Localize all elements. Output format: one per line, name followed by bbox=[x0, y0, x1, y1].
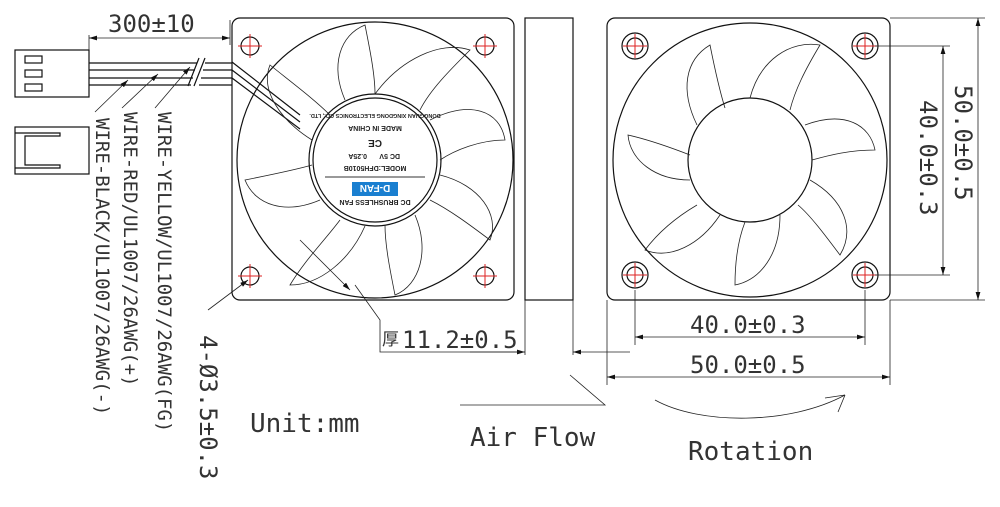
wire-yellow-label: WIRE-YELLOW/UL1007/26AWG(FG) bbox=[153, 112, 175, 432]
label-model: MODEL:DFH5010B bbox=[344, 164, 407, 171]
air-flow-arrow bbox=[460, 374, 607, 406]
mounting-holes-rear bbox=[621, 32, 879, 289]
fan-label: DC BRUSHLESS FAN D-FAN MODEL:DFH5010B DC… bbox=[309, 112, 441, 205]
label-current: 0.25A bbox=[348, 152, 367, 159]
hole-spacing-v-text: 40.0±0.3 bbox=[914, 100, 942, 216]
fan-side-view: 厚 11.2±0.5 bbox=[354, 17, 630, 355]
wire-black-label: WIRE-BLACK/UL1007/26AWG(-) bbox=[91, 118, 113, 415]
thickness-cn-text: 厚 bbox=[382, 330, 399, 350]
brand-badge bbox=[352, 182, 398, 196]
label-company: DONGGUAN XINGDONG ELECTRONICS CO., LTD. bbox=[309, 112, 441, 118]
label-brand: D-FAN bbox=[360, 182, 391, 193]
rotation-arrow bbox=[654, 394, 846, 419]
hole-spacing-h-text: 40.0±0.3 bbox=[690, 311, 806, 339]
mounting-holes-front bbox=[238, 34, 497, 288]
frame-h-text: 50.0±0.5 bbox=[690, 351, 806, 379]
thickness-text: 11.2±0.5 bbox=[402, 326, 518, 354]
cable-length-dimension: 300±10 bbox=[88, 10, 231, 50]
unit-text: Unit:mm bbox=[250, 409, 360, 439]
wire-red-label: WIRE-RED/UL1007/26AWG(+) bbox=[119, 112, 141, 387]
fan-rear-view bbox=[606, 17, 891, 301]
holes-dimension-text: 4-Ø3.5±0.3 bbox=[194, 335, 222, 480]
frame-v-text: 50.0±0.5 bbox=[949, 85, 977, 201]
label-voltage: DC 5V bbox=[379, 152, 400, 159]
wire-leaders bbox=[94, 66, 191, 113]
label-ce: CE bbox=[368, 137, 382, 148]
cable-length-text: 300±10 bbox=[108, 10, 195, 38]
connector-side bbox=[14, 126, 90, 175]
label-origin: MADE IN CHINA bbox=[348, 124, 402, 131]
fan-front-view: DC BRUSHLESS FAN D-FAN MODEL:DFH5010B DC… bbox=[231, 17, 515, 301]
cable bbox=[89, 57, 301, 130]
air-flow-text: Air Flow bbox=[470, 423, 596, 453]
label-type: DC BRUSHLESS FAN bbox=[339, 198, 410, 205]
connector-front bbox=[14, 49, 90, 98]
rotation-text: Rotation bbox=[688, 437, 813, 467]
rear-dimensions bbox=[606, 17, 985, 385]
